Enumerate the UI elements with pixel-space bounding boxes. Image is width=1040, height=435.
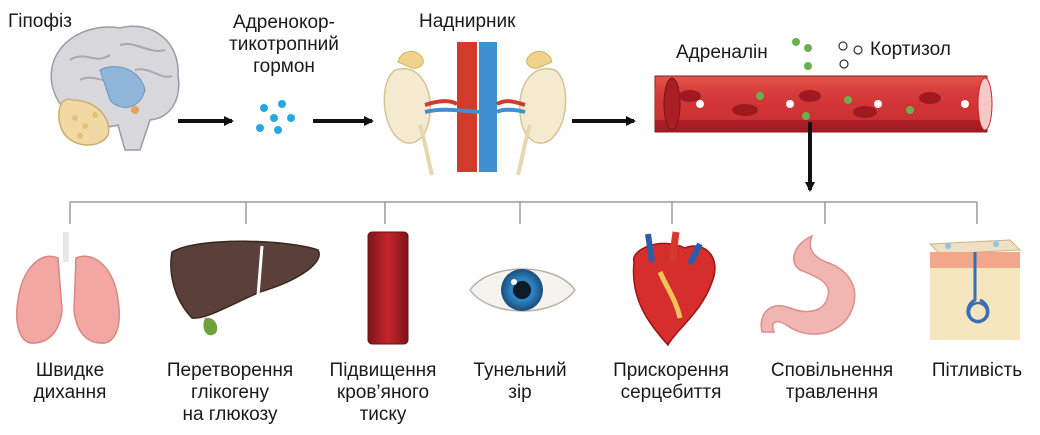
heart-icon bbox=[633, 232, 714, 345]
effect-label-blood-pressure: Підвищення кров’яного тиску bbox=[318, 360, 448, 426]
stomach-icon bbox=[761, 236, 854, 334]
adrenal-kidneys-icon bbox=[384, 42, 565, 175]
hormone-dots-icon bbox=[256, 100, 295, 134]
brain-icon bbox=[51, 26, 179, 150]
blood-vessel-icon bbox=[368, 232, 408, 344]
eye-icon bbox=[470, 269, 575, 311]
skin-sweat-gland-icon bbox=[930, 240, 1020, 340]
effect-label-sweating: Пітливість bbox=[918, 360, 1036, 382]
cortisol-dot bbox=[840, 60, 848, 68]
effect-label-fast-breathing: Швидке дихання bbox=[5, 360, 135, 404]
adrenaline-dot bbox=[804, 62, 812, 70]
cortisol-dot bbox=[839, 42, 847, 50]
pituitary-label: Гіпофіз bbox=[8, 11, 72, 33]
cortisol-label: Кортизол bbox=[870, 39, 951, 61]
lungs-icon bbox=[17, 232, 119, 343]
adrenal-label: Наднирник bbox=[419, 11, 515, 33]
effect-label-heartbeat: Прискорення серцебиття bbox=[596, 360, 746, 404]
effect-label-glycogen-to-glucose: Перетворення глікогену на глюкозу bbox=[150, 360, 310, 426]
cortisol-dot bbox=[854, 46, 862, 54]
liver-icon bbox=[171, 241, 319, 335]
effect-label-slow-digestion: Сповільнення травлення bbox=[757, 360, 907, 404]
adrenaline-dot bbox=[792, 38, 800, 46]
adrenaline-label: Адреналін bbox=[676, 42, 768, 64]
effects-connector bbox=[70, 202, 977, 224]
effect-label-tunnel-vision: Тунельний зір bbox=[455, 360, 585, 404]
pituitary-gland bbox=[131, 106, 139, 114]
adrenaline-dot bbox=[804, 44, 812, 52]
hormone-label: Адренокор- тикотропний гормон bbox=[214, 12, 354, 78]
